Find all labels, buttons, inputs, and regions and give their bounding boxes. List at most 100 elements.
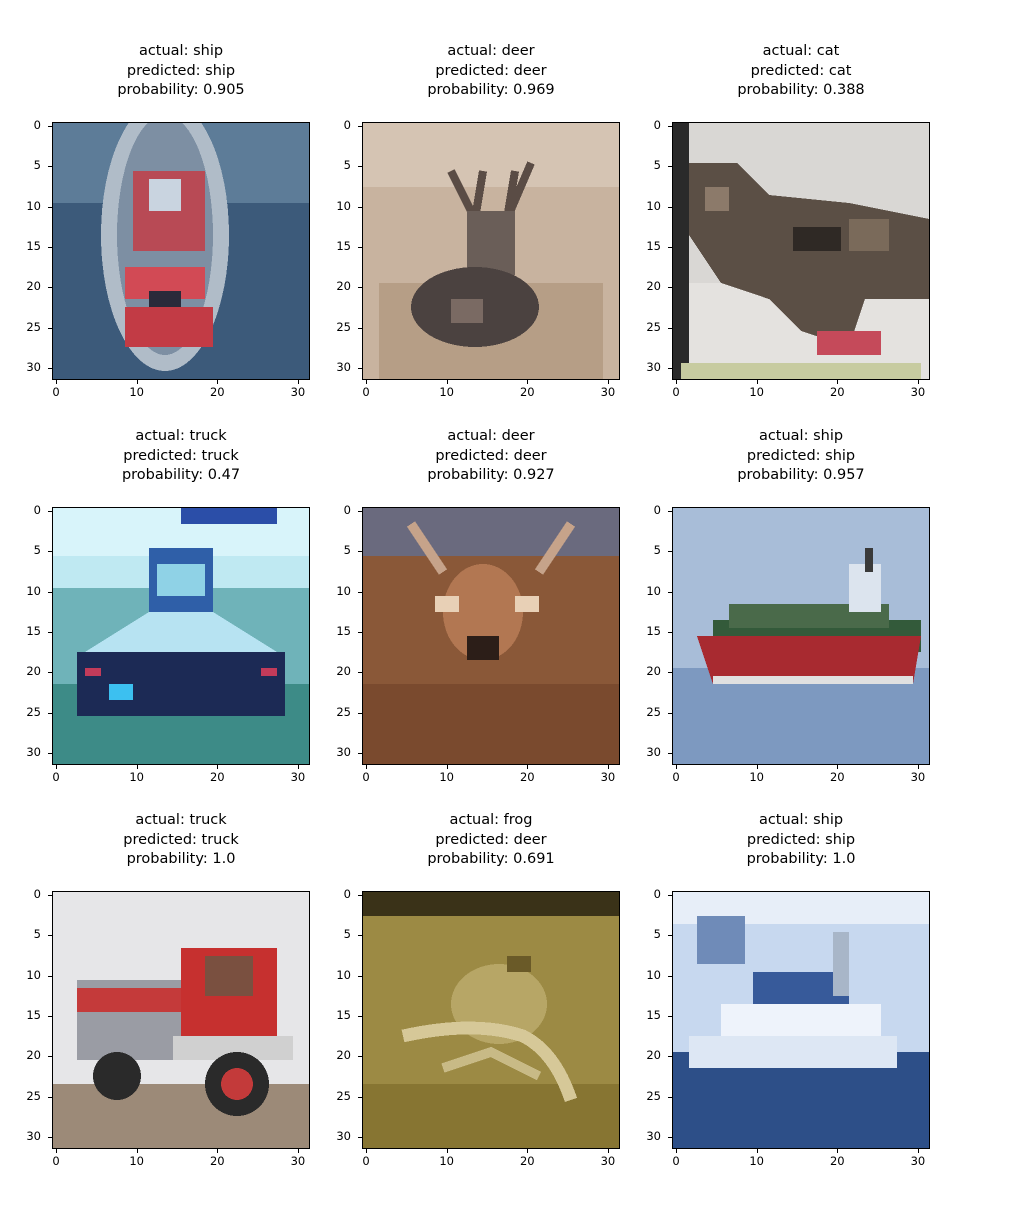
x-tick-label: 0 — [52, 385, 60, 399]
y-tick-label: 5 — [653, 927, 661, 942]
y-tick-label: 5 — [343, 543, 351, 558]
y-tick-mark — [358, 672, 362, 674]
sample-image — [672, 122, 930, 380]
y-tick-mark — [48, 511, 52, 513]
x-tick-label: 30 — [910, 770, 926, 784]
y-tick-label: 25 — [646, 1088, 661, 1103]
y-tick-mark — [48, 246, 52, 248]
sample-image — [52, 122, 310, 380]
x-tick-mark — [217, 765, 219, 769]
y-tick-label: 5 — [653, 158, 661, 173]
x-tick-mark — [756, 1149, 758, 1153]
sample-image — [52, 891, 310, 1149]
y-tick-label: 20 — [646, 1048, 661, 1063]
x-tick-mark — [917, 1149, 919, 1153]
x-tick-label: 0 — [52, 1154, 60, 1168]
x-tick-label: 0 — [672, 1154, 680, 1168]
x-tick-label: 20 — [209, 1154, 225, 1168]
sample-image — [362, 122, 620, 380]
actual-label: actual: deer — [447, 428, 535, 444]
x-tick-mark — [297, 1149, 299, 1153]
x-tick-label: 20 — [519, 385, 535, 399]
y-tick-label: 5 — [33, 158, 41, 173]
y-tick-label: 25 — [646, 319, 661, 334]
y-tick-label: 20 — [26, 279, 41, 294]
y-tick-label: 10 — [336, 198, 351, 213]
y-tick-label: 25 — [336, 319, 351, 334]
y-tick-mark — [668, 631, 672, 633]
x-tick-label: 20 — [209, 770, 225, 784]
y-tick-label: 30 — [646, 359, 661, 374]
y-tick-mark — [668, 1096, 672, 1098]
x-tick-label: 30 — [910, 1154, 926, 1168]
probability-label: probability: 0.905 — [117, 82, 245, 98]
y-tick-label: 15 — [336, 623, 351, 638]
x-tick-label: 30 — [290, 385, 306, 399]
y-tick-label: 25 — [26, 704, 41, 719]
sample-image — [362, 891, 620, 1149]
y-tick-mark — [668, 511, 672, 513]
y-tick-label: 20 — [336, 664, 351, 679]
x-tick-mark — [446, 1149, 448, 1153]
predicted-label: predicted: truck — [123, 447, 239, 464]
x-tick-mark — [756, 765, 758, 769]
sample-image — [672, 507, 930, 765]
x-tick-mark — [136, 765, 138, 769]
y-tick-label: 5 — [343, 158, 351, 173]
y-tick-mark — [668, 975, 672, 977]
y-tick-label: 10 — [336, 583, 351, 598]
actual-label: actual: cat — [762, 43, 840, 59]
actual-label: actual: truck — [135, 428, 227, 444]
y-tick-mark — [358, 591, 362, 593]
y-tick-label: 20 — [336, 1048, 351, 1063]
y-tick-label: 30 — [26, 359, 41, 374]
y-tick-label: 5 — [33, 927, 41, 942]
sample-image — [362, 507, 620, 765]
x-tick-mark — [297, 765, 299, 769]
actual-label: actual: frog — [449, 812, 533, 828]
y-tick-label: 30 — [336, 744, 351, 759]
x-tick-mark — [607, 765, 609, 769]
probability-label: probability: 0.957 — [737, 467, 865, 483]
x-tick-mark — [527, 1149, 529, 1153]
x-tick-label: 30 — [290, 770, 306, 784]
predicted-label: predicted: ship — [746, 831, 856, 848]
y-tick-mark — [48, 895, 52, 897]
y-tick-mark — [48, 1056, 52, 1058]
y-tick-mark — [48, 672, 52, 674]
y-tick-label: 25 — [26, 319, 41, 334]
y-tick-mark — [358, 166, 362, 168]
probability-label: probability: 1.0 — [126, 851, 236, 867]
x-tick-label: 20 — [829, 1154, 845, 1168]
y-tick-mark — [668, 591, 672, 593]
predicted-label: predicted: cat — [750, 62, 852, 79]
x-tick-label: 20 — [829, 385, 845, 399]
actual-label: actual: ship — [758, 812, 844, 828]
y-tick-mark — [358, 511, 362, 513]
y-tick-mark — [668, 712, 672, 714]
probability-label: probability: 1.0 — [746, 851, 856, 867]
probability-label: probability: 0.969 — [427, 82, 555, 98]
x-tick-mark — [56, 1149, 58, 1153]
sample-image — [52, 507, 310, 765]
y-tick-mark — [358, 1015, 362, 1017]
y-tick-label: 15 — [26, 623, 41, 638]
x-tick-mark — [136, 1149, 138, 1153]
y-tick-label: 10 — [646, 198, 661, 213]
y-tick-mark — [358, 206, 362, 208]
y-tick-mark — [48, 166, 52, 168]
x-tick-label: 20 — [829, 770, 845, 784]
y-tick-mark — [48, 935, 52, 937]
x-tick-label: 20 — [209, 385, 225, 399]
x-tick-label: 10 — [439, 385, 454, 399]
x-tick-mark — [217, 1149, 219, 1153]
prediction-panel: actual: ship predicted: ship probability: … — [620, 811, 930, 1181]
y-tick-mark — [48, 367, 52, 369]
y-tick-label: 15 — [26, 1007, 41, 1022]
